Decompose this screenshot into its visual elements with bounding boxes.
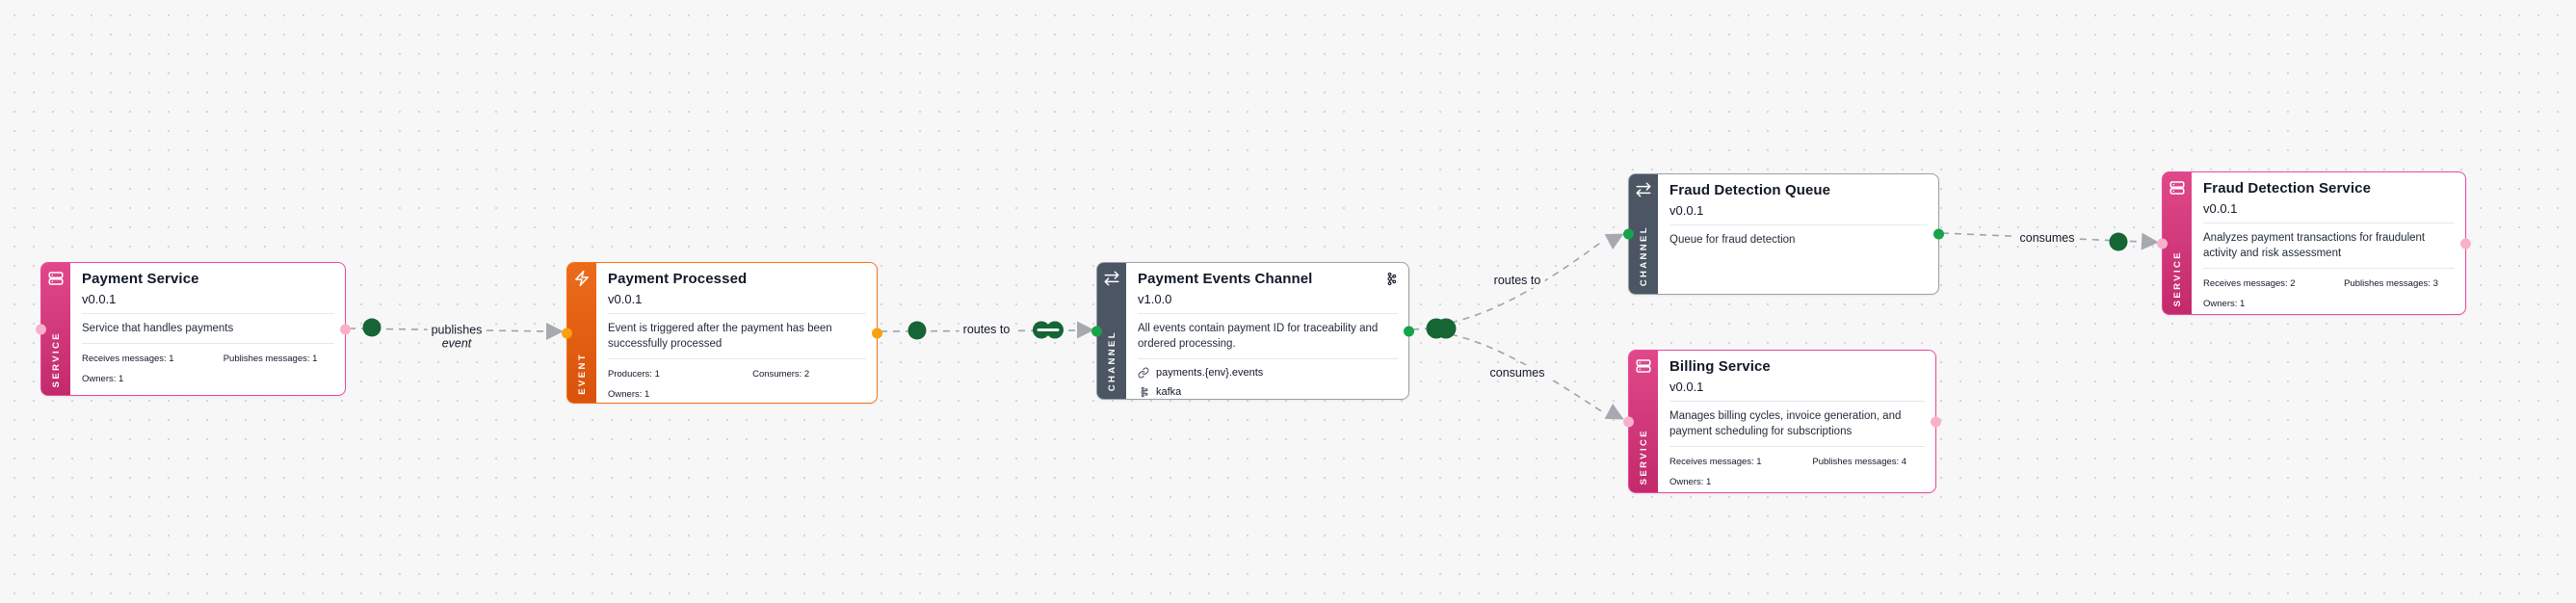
node-payment-service[interactable]: SERVICE Payment Service v0.0.1 Service t…	[36, 262, 351, 396]
source-handle[interactable]	[2460, 238, 2471, 249]
edge-dot	[907, 321, 927, 340]
edge-dot	[2109, 232, 2128, 251]
channel-protocol-row: kafka	[1138, 386, 1398, 398]
channel-sidebar: CHANNEL	[1629, 174, 1658, 294]
channel-address-row: payments.{env}.events	[1138, 367, 1398, 379]
node-version: v0.0.1	[82, 292, 117, 306]
node-type-label: SERVICE	[1638, 428, 1649, 485]
node-description: Queue for fraud detection	[1669, 234, 1796, 246]
server-stack-icon	[47, 270, 65, 287]
node-version: v0.0.1	[2203, 201, 2238, 216]
target-handle[interactable]	[36, 324, 46, 334]
event-sidebar: EVENT	[567, 263, 596, 403]
node-billing-service[interactable]: SERVICE Billing Service v0.0.1 Manages b…	[1623, 350, 1941, 493]
edge-link-dots	[1033, 321, 1064, 339]
node-version: v0.0.1	[608, 292, 643, 306]
node-type-label: CHANNEL	[1638, 224, 1649, 286]
target-handle[interactable]	[2157, 238, 2168, 249]
node-title: Fraud Detection Service	[2203, 180, 2372, 197]
target-handle[interactable]	[1091, 326, 1102, 336]
edge-label-routes-to: routes to	[959, 321, 1014, 338]
source-handle[interactable]	[1931, 416, 1941, 427]
target-handle[interactable]	[1623, 228, 1634, 240]
bolt-icon	[573, 270, 591, 287]
service-sidebar: SERVICE	[1629, 351, 1658, 492]
node-title: Payment Processed	[608, 271, 748, 287]
target-handle[interactable]	[562, 328, 572, 338]
channel-protocol: kafka	[1156, 386, 1182, 399]
source-handle[interactable]	[1933, 228, 1944, 240]
kafka-icon	[1141, 386, 1148, 398]
source-handle[interactable]	[1404, 326, 1414, 336]
node-description: All events contain payment ID for tracea…	[1138, 323, 1379, 351]
node-title: Payment Events Channel	[1138, 271, 1313, 287]
divider	[1669, 446, 1925, 448]
divider	[1669, 401, 1925, 402]
edge-label-consumes: consumes	[2015, 229, 2079, 247]
node-title: Billing Service	[1669, 358, 1771, 375]
divider	[1138, 313, 1398, 314]
server-stack-icon	[2169, 179, 2186, 197]
channel-address: payments.{env}.events	[1156, 367, 1264, 380]
node-title: Fraud Detection Queue	[1669, 182, 1831, 198]
node-version: v0.0.1	[1669, 380, 1704, 394]
edge-label-publishes-event: publishes event	[427, 322, 486, 353]
divider	[82, 313, 334, 314]
node-payment-processed[interactable]: EVENT Payment Processed v0.0.1 Event is …	[562, 262, 882, 404]
divider	[608, 313, 866, 314]
edge-branch-dot	[1426, 318, 1457, 339]
link-icon	[1138, 367, 1149, 379]
edge-label-routes-to: routes to	[1489, 272, 1545, 289]
kafka-icon	[1383, 271, 1398, 286]
node-type-label: SERVICE	[50, 330, 62, 387]
edge-dot	[362, 318, 381, 337]
node-type-label: SERVICE	[2171, 249, 2183, 306]
source-handle[interactable]	[340, 324, 351, 334]
node-title: Payment Service	[82, 271, 199, 287]
divider	[608, 358, 866, 360]
node-fraud-detection-service[interactable]: SERVICE Fraud Detection Service v0.0.1 A…	[2157, 171, 2471, 315]
arrows-right-left-icon	[1635, 181, 1652, 198]
node-type-label: EVENT	[576, 353, 588, 395]
node-fraud-detection-queue[interactable]: CHANNEL Fraud Detection Queue v0.0.1 Que…	[1623, 173, 1944, 295]
channel-sidebar: CHANNEL	[1097, 263, 1126, 399]
node-description: Analyzes payment transactions for fraudu…	[2203, 232, 2426, 260]
node-payment-events-channel[interactable]: CHANNEL Payment Events Channel v1.0.0 Al…	[1091, 262, 1414, 400]
edge-branch-stem	[1411, 328, 1433, 330]
node-description: Manages billing cycles, invoice generati…	[1669, 410, 1902, 438]
server-stack-icon	[1635, 357, 1652, 375]
node-version: v1.0.0	[1138, 292, 1172, 306]
service-sidebar: SERVICE	[2163, 172, 2192, 314]
divider	[2203, 268, 2455, 270]
divider	[1138, 358, 1398, 360]
divider	[1669, 224, 1928, 225]
node-description: Event is triggered after the payment has…	[608, 323, 832, 351]
edge-label-consumes: consumes	[1485, 364, 1549, 381]
divider	[82, 343, 334, 345]
arrows-right-left-icon	[1103, 270, 1120, 287]
node-type-label: CHANNEL	[1106, 329, 1117, 391]
target-handle[interactable]	[1623, 416, 1634, 427]
node-description: Service that handles payments	[82, 323, 234, 334]
service-sidebar: SERVICE	[41, 263, 70, 395]
node-version: v0.0.1	[1669, 203, 1704, 218]
source-handle[interactable]	[872, 328, 882, 338]
